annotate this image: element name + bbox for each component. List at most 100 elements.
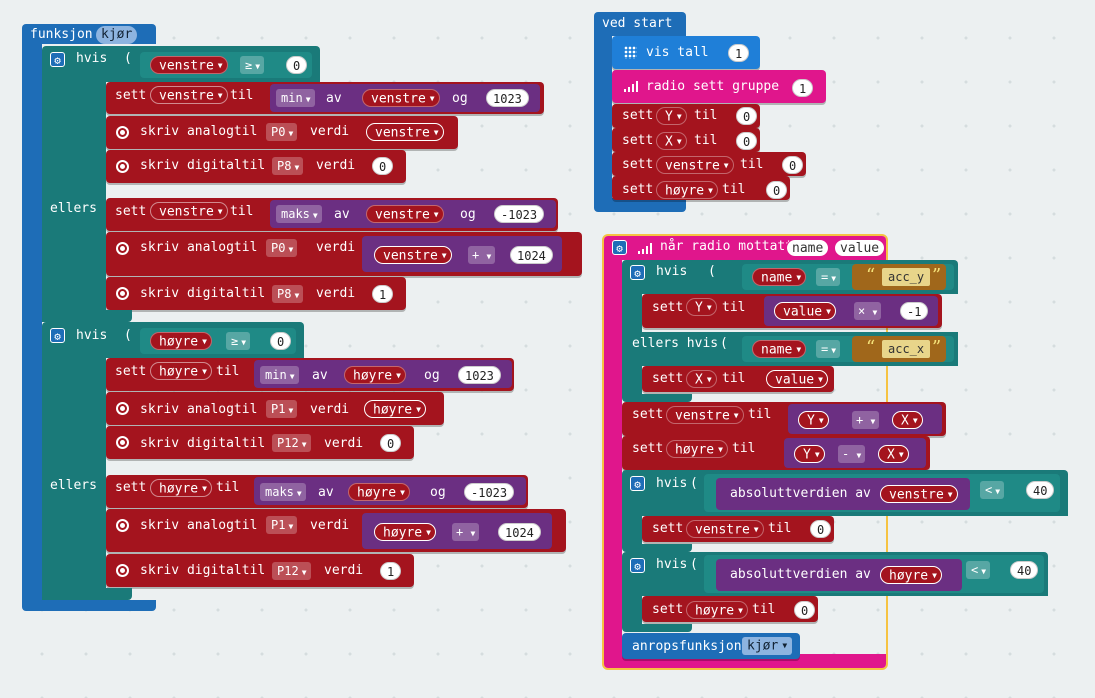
operator-dropdown[interactable]: =▼ bbox=[816, 268, 841, 286]
number-input[interactable]: 1023 bbox=[486, 89, 529, 107]
operator-dropdown[interactable]: ≥▼ bbox=[240, 56, 265, 74]
number-input[interactable]: 0 bbox=[372, 157, 394, 175]
arith-operator-dropdown[interactable]: × ▼ bbox=[854, 302, 882, 320]
variable-dropdown[interactable]: venstre▼ bbox=[880, 485, 958, 503]
variable-dropdown[interactable]: høyre▼ bbox=[344, 366, 406, 384]
operator-dropdown[interactable]: =▼ bbox=[816, 340, 841, 358]
variable-dropdown[interactable]: value▼ bbox=[766, 370, 828, 388]
variable-dropdown[interactable]: venstre▼ bbox=[150, 86, 228, 104]
number-input[interactable]: -1 bbox=[900, 302, 929, 320]
variable-dropdown[interactable]: venstre▼ bbox=[686, 520, 764, 538]
number-input[interactable]: 1 bbox=[372, 285, 394, 303]
number-input[interactable]: 0 bbox=[794, 601, 816, 619]
digital-write-block[interactable] bbox=[106, 277, 406, 310]
pin-dropdown[interactable]: P12▼ bbox=[272, 434, 311, 452]
pin-dropdown[interactable]: P1▼ bbox=[266, 516, 298, 534]
number-input[interactable]: 0 bbox=[766, 181, 788, 199]
min-max-dropdown[interactable]: maks▼ bbox=[260, 483, 306, 501]
variable-dropdown[interactable]: høyre▼ bbox=[686, 601, 748, 619]
gear-icon[interactable]: ⚙ bbox=[630, 476, 645, 491]
string-input[interactable]: acc_y bbox=[882, 268, 931, 286]
number-input[interactable]: 1024 bbox=[510, 246, 553, 264]
variable-dropdown[interactable]: høyre▼ bbox=[348, 483, 410, 501]
operator-dropdown[interactable]: <▼ bbox=[980, 481, 1005, 499]
gear-icon[interactable]: ⚙ bbox=[612, 240, 627, 255]
variable-dropdown[interactable]: venstre▼ bbox=[366, 205, 444, 223]
digital-write-block[interactable] bbox=[106, 426, 414, 459]
number-input[interactable]: 0 bbox=[810, 520, 832, 538]
param-name[interactable]: name bbox=[786, 239, 830, 257]
pin-icon bbox=[116, 564, 129, 577]
function-dropdown[interactable]: kjør▼ bbox=[742, 637, 793, 655]
pin-dropdown[interactable]: P0▼ bbox=[266, 239, 298, 257]
variable-dropdown[interactable]: venstre▼ bbox=[666, 406, 744, 424]
min-max-dropdown[interactable]: maks▼ bbox=[276, 205, 322, 223]
variable-dropdown[interactable]: venstre▼ bbox=[374, 246, 452, 264]
min-max-dropdown[interactable]: min▼ bbox=[276, 89, 315, 107]
arith-operator-dropdown[interactable]: - ▼ bbox=[838, 445, 866, 463]
variable-dropdown[interactable]: høyre▼ bbox=[150, 332, 212, 350]
variable-dropdown[interactable]: name▼ bbox=[752, 268, 807, 286]
pin-dropdown[interactable]: P12▼ bbox=[272, 562, 311, 580]
pin-dropdown[interactable]: P8▼ bbox=[272, 285, 304, 303]
radio-set-group-block[interactable] bbox=[612, 70, 826, 103]
variable-dropdown[interactable]: venstre▼ bbox=[656, 156, 734, 174]
number-input[interactable]: 0 bbox=[270, 332, 292, 350]
gear-icon[interactable]: ⚙ bbox=[50, 52, 65, 67]
number-input[interactable]: 0 bbox=[736, 132, 758, 150]
operator-dropdown[interactable]: ≥▼ bbox=[226, 332, 251, 350]
variable-dropdown[interactable]: høyre▼ bbox=[656, 181, 718, 199]
arith-operator-dropdown[interactable]: + ▼ bbox=[852, 411, 880, 429]
number-input[interactable]: 1 bbox=[792, 79, 814, 97]
gear-icon[interactable]: ⚙ bbox=[50, 328, 65, 343]
number-input[interactable]: 1 bbox=[380, 562, 402, 580]
av-label: av bbox=[312, 368, 328, 383]
number-input[interactable]: 1024 bbox=[498, 523, 541, 541]
pin-dropdown[interactable]: P0▼ bbox=[266, 123, 298, 141]
variable-dropdown[interactable]: venstre▼ bbox=[366, 123, 444, 141]
variable-dropdown[interactable]: venstre▼ bbox=[362, 89, 440, 107]
number-input[interactable]: -1023 bbox=[464, 483, 515, 501]
variable-dropdown[interactable]: høyre▼ bbox=[150, 479, 212, 497]
gear-icon[interactable]: ⚙ bbox=[630, 265, 645, 280]
min-max-dropdown[interactable]: min▼ bbox=[260, 366, 299, 384]
number-input[interactable]: 1 bbox=[728, 44, 750, 62]
variable-dropdown[interactable]: X▼ bbox=[656, 132, 687, 150]
arith-operator-dropdown[interactable]: + ▼ bbox=[452, 523, 480, 541]
digital-write-block[interactable] bbox=[106, 150, 406, 183]
number-input[interactable]: 0 bbox=[380, 434, 402, 452]
number-input[interactable]: 40 bbox=[1010, 561, 1039, 579]
number-input[interactable]: 40 bbox=[1026, 481, 1055, 499]
variable-dropdown[interactable]: høyre▼ bbox=[880, 566, 942, 584]
variable-dropdown[interactable]: name▼ bbox=[752, 340, 807, 358]
function-name-field[interactable]: kjør bbox=[96, 26, 138, 44]
param-value[interactable]: value bbox=[834, 239, 886, 257]
number-input[interactable]: 0 bbox=[286, 56, 308, 74]
variable-dropdown[interactable]: venstre▼ bbox=[150, 56, 228, 74]
variable-dropdown[interactable]: Y▼ bbox=[686, 298, 717, 316]
variable-dropdown[interactable]: X▼ bbox=[892, 411, 923, 429]
number-input[interactable]: 0 bbox=[736, 107, 758, 125]
variable-dropdown[interactable]: høyre▼ bbox=[364, 400, 426, 418]
gear-icon[interactable]: ⚙ bbox=[630, 558, 645, 573]
pin-dropdown[interactable]: P1▼ bbox=[266, 400, 298, 418]
string-input[interactable]: acc_x bbox=[882, 340, 931, 358]
variable-dropdown[interactable]: høyre▼ bbox=[666, 440, 728, 458]
digital-write-block[interactable] bbox=[106, 554, 414, 587]
variable-dropdown[interactable]: Y▼ bbox=[798, 411, 829, 429]
number-input[interactable]: -1023 bbox=[494, 205, 545, 223]
variable-dropdown[interactable]: X▼ bbox=[686, 370, 717, 388]
variable-dropdown[interactable]: Y▼ bbox=[794, 445, 825, 463]
arith-operator-dropdown[interactable]: + ▼ bbox=[468, 246, 496, 264]
operator-dropdown[interactable]: <▼ bbox=[966, 561, 991, 579]
variable-dropdown[interactable]: høyre▼ bbox=[150, 362, 212, 380]
number-input[interactable]: 0 bbox=[782, 156, 804, 174]
variable-dropdown[interactable]: X▼ bbox=[878, 445, 909, 463]
variable-dropdown[interactable]: Y▼ bbox=[656, 107, 687, 125]
number-input[interactable]: 1023 bbox=[458, 366, 501, 384]
variable-dropdown[interactable]: høyre▼ bbox=[374, 523, 436, 541]
on-start-header[interactable] bbox=[594, 12, 686, 36]
pin-dropdown[interactable]: P8▼ bbox=[272, 157, 304, 175]
variable-dropdown[interactable]: venstre▼ bbox=[150, 202, 228, 220]
variable-dropdown[interactable]: value▼ bbox=[774, 302, 836, 320]
